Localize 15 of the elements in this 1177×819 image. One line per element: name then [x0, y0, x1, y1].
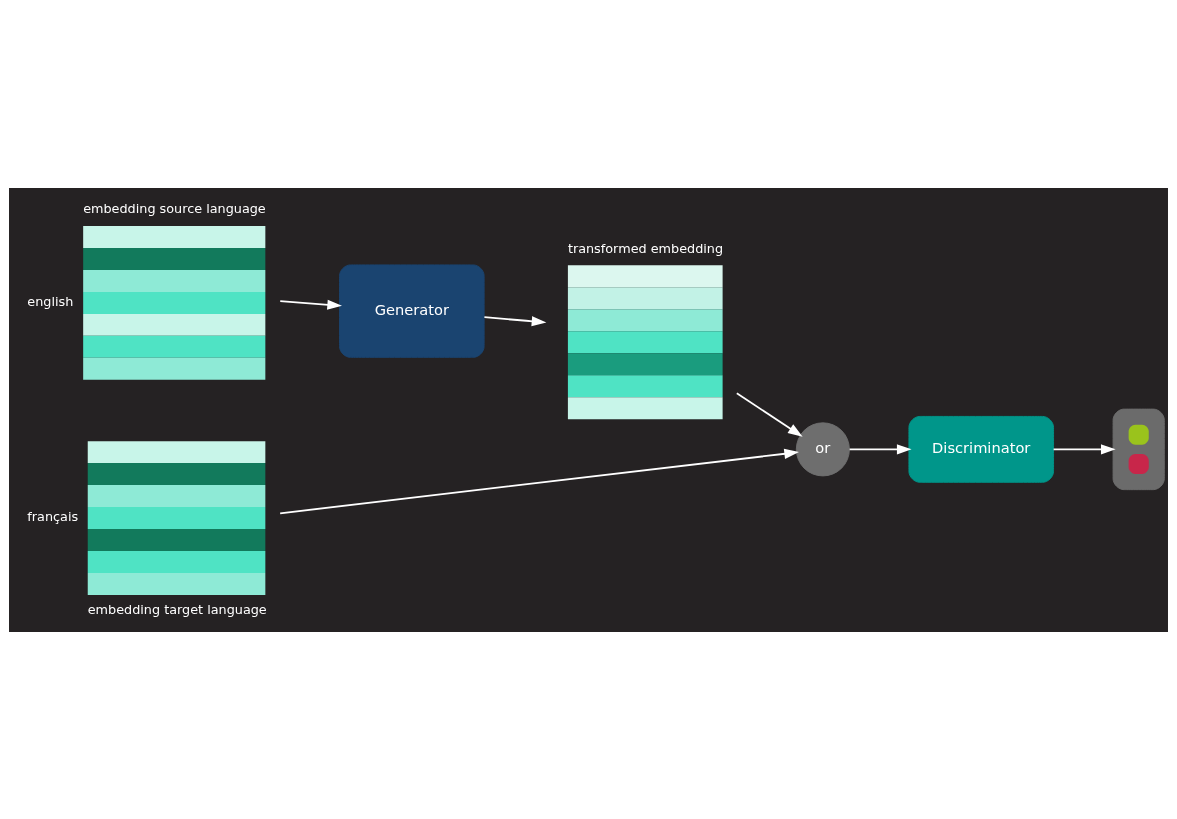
node-box: Generator — [339, 263, 485, 358]
node-label: embedding target language — [87, 601, 267, 617]
node-label: english — [27, 293, 74, 309]
arrow — [279, 448, 799, 514]
node-label: français — [27, 508, 79, 524]
arrow — [735, 391, 803, 437]
node-box — [1112, 408, 1165, 490]
node-circle: or — [795, 421, 850, 476]
arrow — [848, 443, 912, 454]
node-label: transformed embedding — [567, 240, 724, 256]
node-label: embedding source language — [83, 200, 266, 216]
arrow — [279, 299, 342, 310]
arrow — [483, 315, 547, 326]
arrow — [1052, 443, 1116, 454]
node-box: Discriminator — [908, 415, 1054, 483]
